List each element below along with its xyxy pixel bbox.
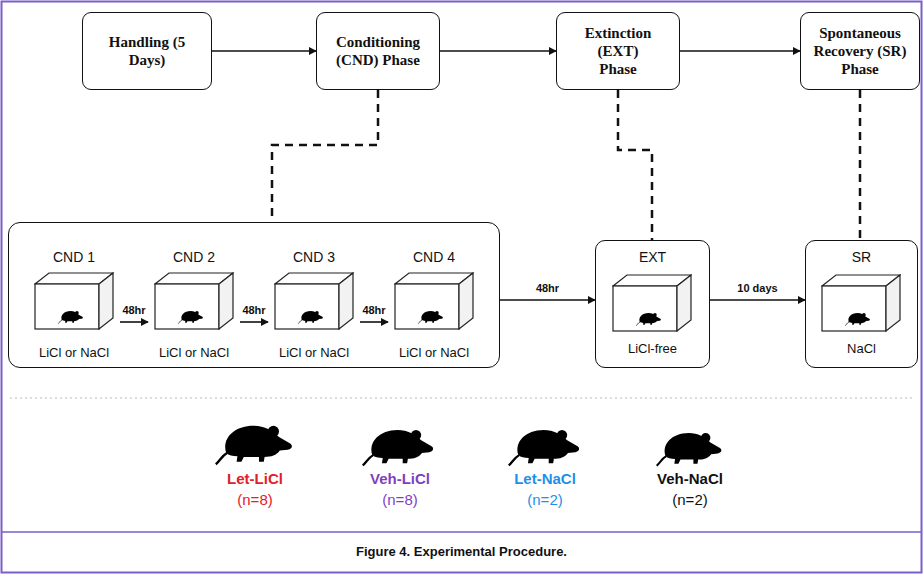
phase-box: Extinction (EXT) Phase bbox=[556, 12, 680, 90]
chamber-icon bbox=[155, 273, 233, 329]
separator-line bbox=[10, 397, 913, 398]
group-size: (n=2) bbox=[527, 491, 562, 508]
group-size: (n=2) bbox=[672, 491, 707, 508]
session-box: SR NaCl bbox=[805, 240, 918, 368]
session-box: EXT LiCl-free bbox=[595, 240, 710, 368]
node-title: CND 3 bbox=[293, 249, 335, 266]
chamber-icon bbox=[822, 275, 900, 331]
caption-rule bbox=[2, 531, 921, 533]
node-title: Spontaneous Recovery (SR) Phase bbox=[806, 24, 914, 78]
dashed-link bbox=[618, 90, 652, 240]
chamber-icon bbox=[35, 273, 113, 329]
node-title: Handling (5 Days) bbox=[107, 33, 187, 69]
node-title: Conditioning (CND) Phase bbox=[336, 33, 420, 69]
chamber-icon bbox=[395, 273, 473, 329]
interval-label: 10 days bbox=[735, 282, 779, 294]
dashed-link bbox=[272, 90, 378, 222]
phase-box: Spontaneous Recovery (SR) Phase bbox=[800, 12, 920, 90]
node-title: CND 4 bbox=[413, 249, 455, 266]
group-size: (n=8) bbox=[237, 491, 272, 508]
node-title: EXT bbox=[639, 249, 666, 266]
phase-box: Conditioning (CND) Phase bbox=[316, 12, 440, 90]
flow-arrow bbox=[710, 299, 805, 301]
node-title: Extinction (EXT) Phase bbox=[585, 24, 652, 78]
node-title: CND 2 bbox=[173, 249, 215, 266]
group-name: Let-NaCl bbox=[514, 470, 576, 487]
chamber-icon bbox=[275, 273, 353, 329]
interval-label: 48hr bbox=[534, 282, 561, 294]
conditioning-group: CND 1 LiCl or NaCl CND 2 LiCl or NaCl CND 3 L… bbox=[8, 222, 500, 368]
rat-icon bbox=[657, 433, 722, 466]
dashed-link bbox=[859, 90, 862, 240]
chamber-icon bbox=[613, 275, 691, 331]
session-box: CND 1 LiCl or NaCl bbox=[28, 249, 120, 361]
node-title: SR bbox=[852, 249, 871, 266]
flow-arrow bbox=[680, 50, 800, 52]
interval-label: 48hr bbox=[240, 304, 267, 316]
group-name: Let-LiCl bbox=[227, 470, 283, 487]
interval-label: 48hr bbox=[360, 304, 387, 316]
group-size: (n=8) bbox=[382, 491, 417, 508]
node-note: NaCl bbox=[847, 341, 876, 357]
node-note: LiCl or NaCl bbox=[279, 345, 349, 361]
figure-caption: Figure 4. Experimental Procedure. bbox=[0, 544, 923, 559]
flow-arrow bbox=[212, 50, 316, 52]
flow-arrow bbox=[360, 321, 388, 323]
phase-box: Handling (5 Days) bbox=[82, 12, 212, 90]
flow-arrow bbox=[120, 321, 148, 323]
rat-icon bbox=[216, 426, 292, 464]
session-box: CND 2 LiCl or NaCl bbox=[148, 249, 240, 361]
node-note: LiCl or NaCl bbox=[39, 345, 109, 361]
node-note: LiCl or NaCl bbox=[159, 345, 229, 361]
node-title: CND 1 bbox=[53, 249, 95, 266]
group-name: Veh-LiCl bbox=[370, 470, 430, 487]
session-box: CND 3 LiCl or NaCl bbox=[268, 249, 360, 361]
flow-arrow bbox=[500, 299, 595, 301]
rat-icon bbox=[363, 430, 433, 466]
flow-arrow bbox=[240, 321, 268, 323]
interval-label: 48hr bbox=[120, 304, 147, 316]
session-box: CND 4 LiCl or NaCl bbox=[388, 249, 480, 361]
flow-arrow bbox=[440, 50, 556, 52]
node-note: LiCl-free bbox=[628, 341, 677, 357]
rat-icon bbox=[509, 430, 579, 466]
node-note: LiCl or NaCl bbox=[399, 345, 469, 361]
group-name: Veh-NaCl bbox=[657, 470, 723, 487]
